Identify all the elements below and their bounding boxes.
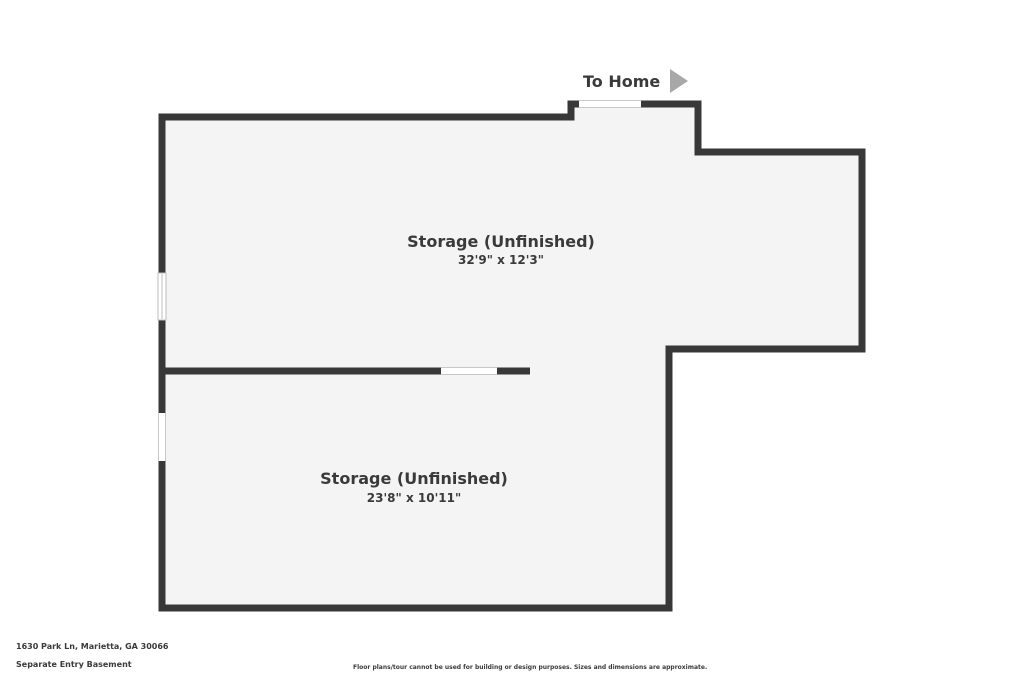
room-dimensions: 23'8" x 10'11" bbox=[367, 491, 461, 505]
room-dimensions: 32'9" x 12'3" bbox=[458, 253, 544, 267]
floor-area bbox=[162, 104, 862, 608]
floor-level-label: Separate Entry Basement bbox=[16, 660, 132, 669]
room-name: Storage (Unfinished) bbox=[407, 232, 595, 251]
to-home-label: To Home bbox=[583, 72, 660, 91]
outer-wall bbox=[158, 100, 866, 612]
interior-door-opening bbox=[441, 367, 497, 375]
room-name: Storage (Unfinished) bbox=[320, 469, 508, 488]
arrow-right-icon bbox=[670, 69, 688, 93]
entry-door-opening bbox=[579, 100, 641, 108]
property-address: 1630 Park Ln, Marietta, GA 30066 bbox=[16, 642, 169, 651]
disclaimer-text: Floor plans/tour cannot be used for buil… bbox=[353, 664, 708, 671]
side-door-opening bbox=[158, 413, 166, 461]
